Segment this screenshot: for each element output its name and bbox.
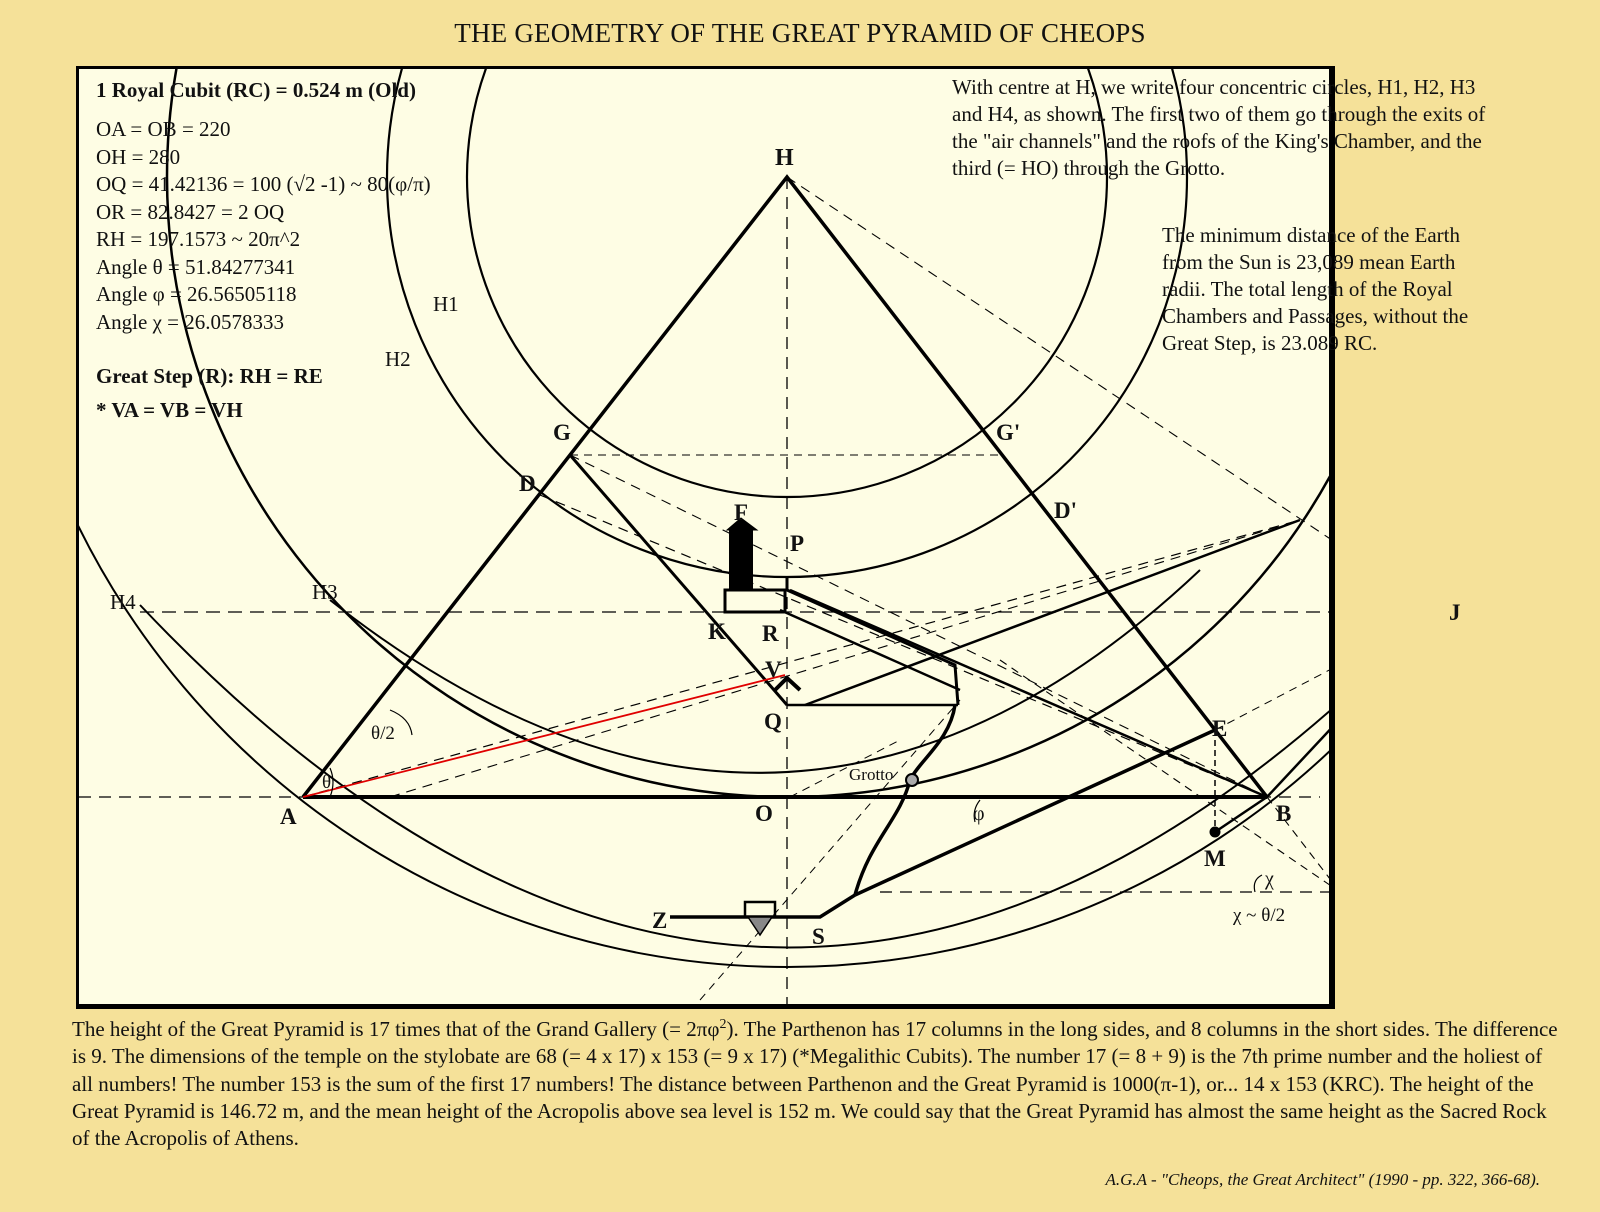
footer-text-2: ). The Parthenon has 17 columns in the l…	[72, 1017, 1558, 1151]
label-r: R	[762, 621, 779, 646]
royal-cubit-heading: 1 Royal Cubit (RC) = 0.524 m (Old)	[96, 78, 416, 102]
note-rh: RH = 197.1573 ~ 20π^2	[96, 227, 301, 251]
note-oa-ob: OA = OB = 220	[96, 117, 231, 141]
label-s: S	[812, 924, 825, 949]
label-h4: H4	[110, 590, 136, 614]
red-line-av	[302, 674, 786, 798]
label-g: G	[553, 420, 571, 445]
footer-text-1: The height of the Great Pyramid is 17 ti…	[72, 1017, 720, 1041]
kings-chamber	[723, 588, 787, 614]
label-z: Z	[652, 908, 668, 933]
label-d: D	[519, 471, 536, 496]
circles-note: With centre at H, we write four concentr…	[952, 75, 1486, 180]
label-o: O	[755, 801, 773, 826]
label-q: Q	[764, 709, 782, 734]
pyramid-diagram	[79, 69, 1329, 1004]
label-chi-relation: χ ~ θ/2	[1233, 905, 1286, 926]
arc-lower-1	[139, 604, 1329, 949]
footer-paragraph: The height of the Great Pyramid is 17 ti…	[72, 1011, 1562, 1152]
label-chi: χ	[1265, 868, 1274, 890]
label-phi: φ	[973, 803, 985, 825]
label-f: F	[734, 500, 749, 525]
label-p: P	[790, 531, 805, 556]
label-theta-half: θ/2	[371, 723, 395, 744]
great-step-note: Great Step (R): RH = RE	[96, 364, 323, 388]
note-angle-phi: Angle φ = 26.56505118	[96, 282, 297, 306]
arc-inner-1	[329, 569, 1201, 774]
label-j: J	[1449, 600, 1461, 625]
va-vb-vh-note: * VA = VB = VH	[96, 398, 243, 422]
footer-superscript: 2	[719, 1017, 727, 1032]
label-g-prime: G'	[996, 420, 1021, 445]
note-oq: OQ = 41.42136 = 100 (√2 -1) ~ 80(φ/π)	[96, 172, 431, 196]
label-b: B	[1276, 801, 1292, 826]
label-v: V	[765, 657, 782, 682]
note-oh: OH = 280	[96, 144, 181, 169]
label-a: A	[280, 804, 297, 829]
label-h2: H2	[385, 347, 411, 371]
label-h: H	[775, 145, 794, 171]
label-m: M	[1204, 846, 1226, 871]
label-k: K	[708, 619, 726, 644]
note-angle-chi: Angle χ = 26.0578333	[96, 309, 284, 334]
citation: A.G.A - "Cheops, the Great Architect" (1…	[1105, 1170, 1541, 1189]
earth-sun-note: The minimum distance of the Earth from t…	[1162, 223, 1469, 355]
label-d-prime: D'	[1054, 498, 1077, 523]
label-h1: H1	[433, 292, 459, 316]
label-theta: θ	[322, 772, 332, 793]
note-angle-theta: Angle θ = 51.84277341	[96, 254, 296, 279]
note-or: OR = 82.8427 = 2 OQ	[96, 199, 285, 224]
label-e: E	[1212, 716, 1228, 741]
label-h3: H3	[312, 580, 338, 604]
label-grotto: Grotto	[849, 765, 894, 784]
page-title: THE GEOMETRY OF THE GREAT PYRAMID OF CHE…	[454, 18, 1146, 48]
diagram-panel: 1 Royal Cubit (RC) = 0.524 m (Old) OA = …	[76, 66, 1485, 1009]
